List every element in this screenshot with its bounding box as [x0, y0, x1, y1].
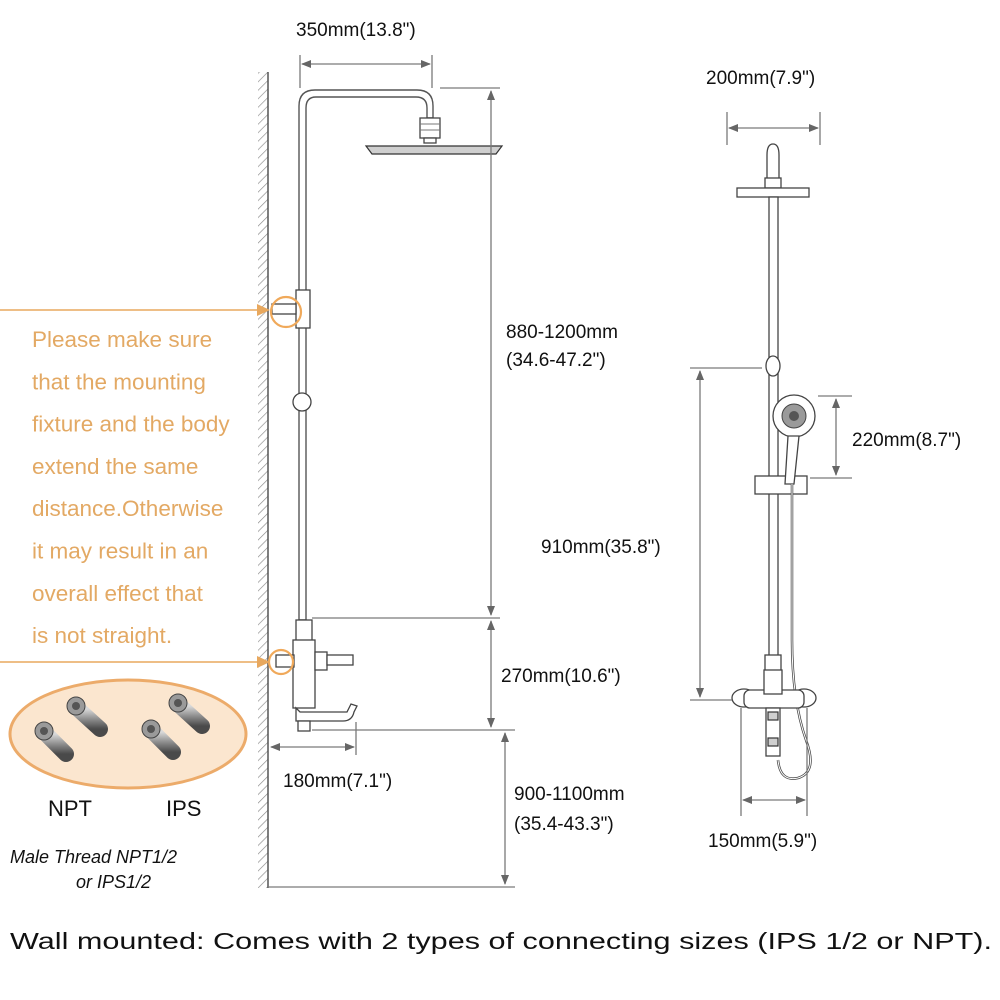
note-line-6: it may result in an: [32, 539, 208, 564]
side-dimension-lines: [270, 55, 515, 885]
connector-labels: NPT IPS Male Thread NPT1/2 or IPS1/2: [10, 796, 201, 892]
bottom-caption: Wall mounted: Comes with 2 types of conn…: [10, 928, 992, 954]
riser-height-label-2: (34.6-47.2"): [506, 350, 606, 371]
spout-reach-label: 180mm(7.1"): [283, 771, 392, 792]
wall: [258, 72, 515, 888]
front-shower-head: [736, 187, 810, 198]
npt-label: NPT: [48, 796, 92, 821]
ips-label: IPS: [166, 796, 201, 821]
bar-height-label: 910mm(35.8"): [541, 537, 661, 558]
side-dimension-labels: 350mm(13.8") 880-1200mm (34.6-47.2") 270…: [283, 20, 625, 835]
head-diameter-label: 200mm(7.9"): [706, 68, 815, 89]
front-dimension-lines: [690, 112, 852, 816]
npt-fitting-1: [34, 721, 74, 762]
note-line-7: overall effect that: [32, 581, 204, 606]
floor-height-label-2: (35.4-43.3"): [514, 814, 614, 835]
floor-height-label-1: 900-1100mm: [514, 784, 625, 805]
side-shower-head: [364, 145, 504, 155]
valve-height-label: 270mm(10.6"): [501, 666, 621, 687]
thread-label-1: Male Thread NPT1/2: [10, 847, 177, 867]
front-dimension-labels: 200mm(7.9") 220mm(8.7") 910mm(35.8") 150…: [541, 68, 961, 852]
mounting-note: Please make sure that the mounting fixture…: [32, 327, 230, 648]
side-view-shower: [271, 89, 504, 732]
connector-illustration: [8, 678, 248, 790]
note-arrows: [0, 304, 270, 668]
note-line-5: distance.Otherwise: [32, 496, 223, 521]
note-line-4: extend the same: [32, 454, 198, 479]
width-top-label: 350mm(13.8"): [296, 20, 416, 41]
npt-fitting-2: [66, 696, 108, 737]
riser-height-label-1: 880-1200mm: [506, 322, 618, 343]
upper-fixture-ring: [269, 295, 303, 329]
valve-spacing-label: 150mm(5.9"): [708, 831, 817, 852]
note-line-3: fixture and the body: [32, 412, 230, 437]
ips-fitting-2: [168, 693, 210, 734]
note-line-8: is not straight.: [32, 623, 172, 648]
note-line-1: Please make sure: [32, 327, 212, 352]
thread-label-2: or IPS1/2: [76, 872, 151, 892]
handheld-length-label: 220mm(8.7"): [852, 430, 961, 451]
front-view-shower: [731, 143, 817, 780]
ips-fitting-1: [141, 719, 181, 760]
note-line-2: that the mounting: [32, 369, 206, 394]
mounting-highlight-rings: [267, 295, 303, 676]
